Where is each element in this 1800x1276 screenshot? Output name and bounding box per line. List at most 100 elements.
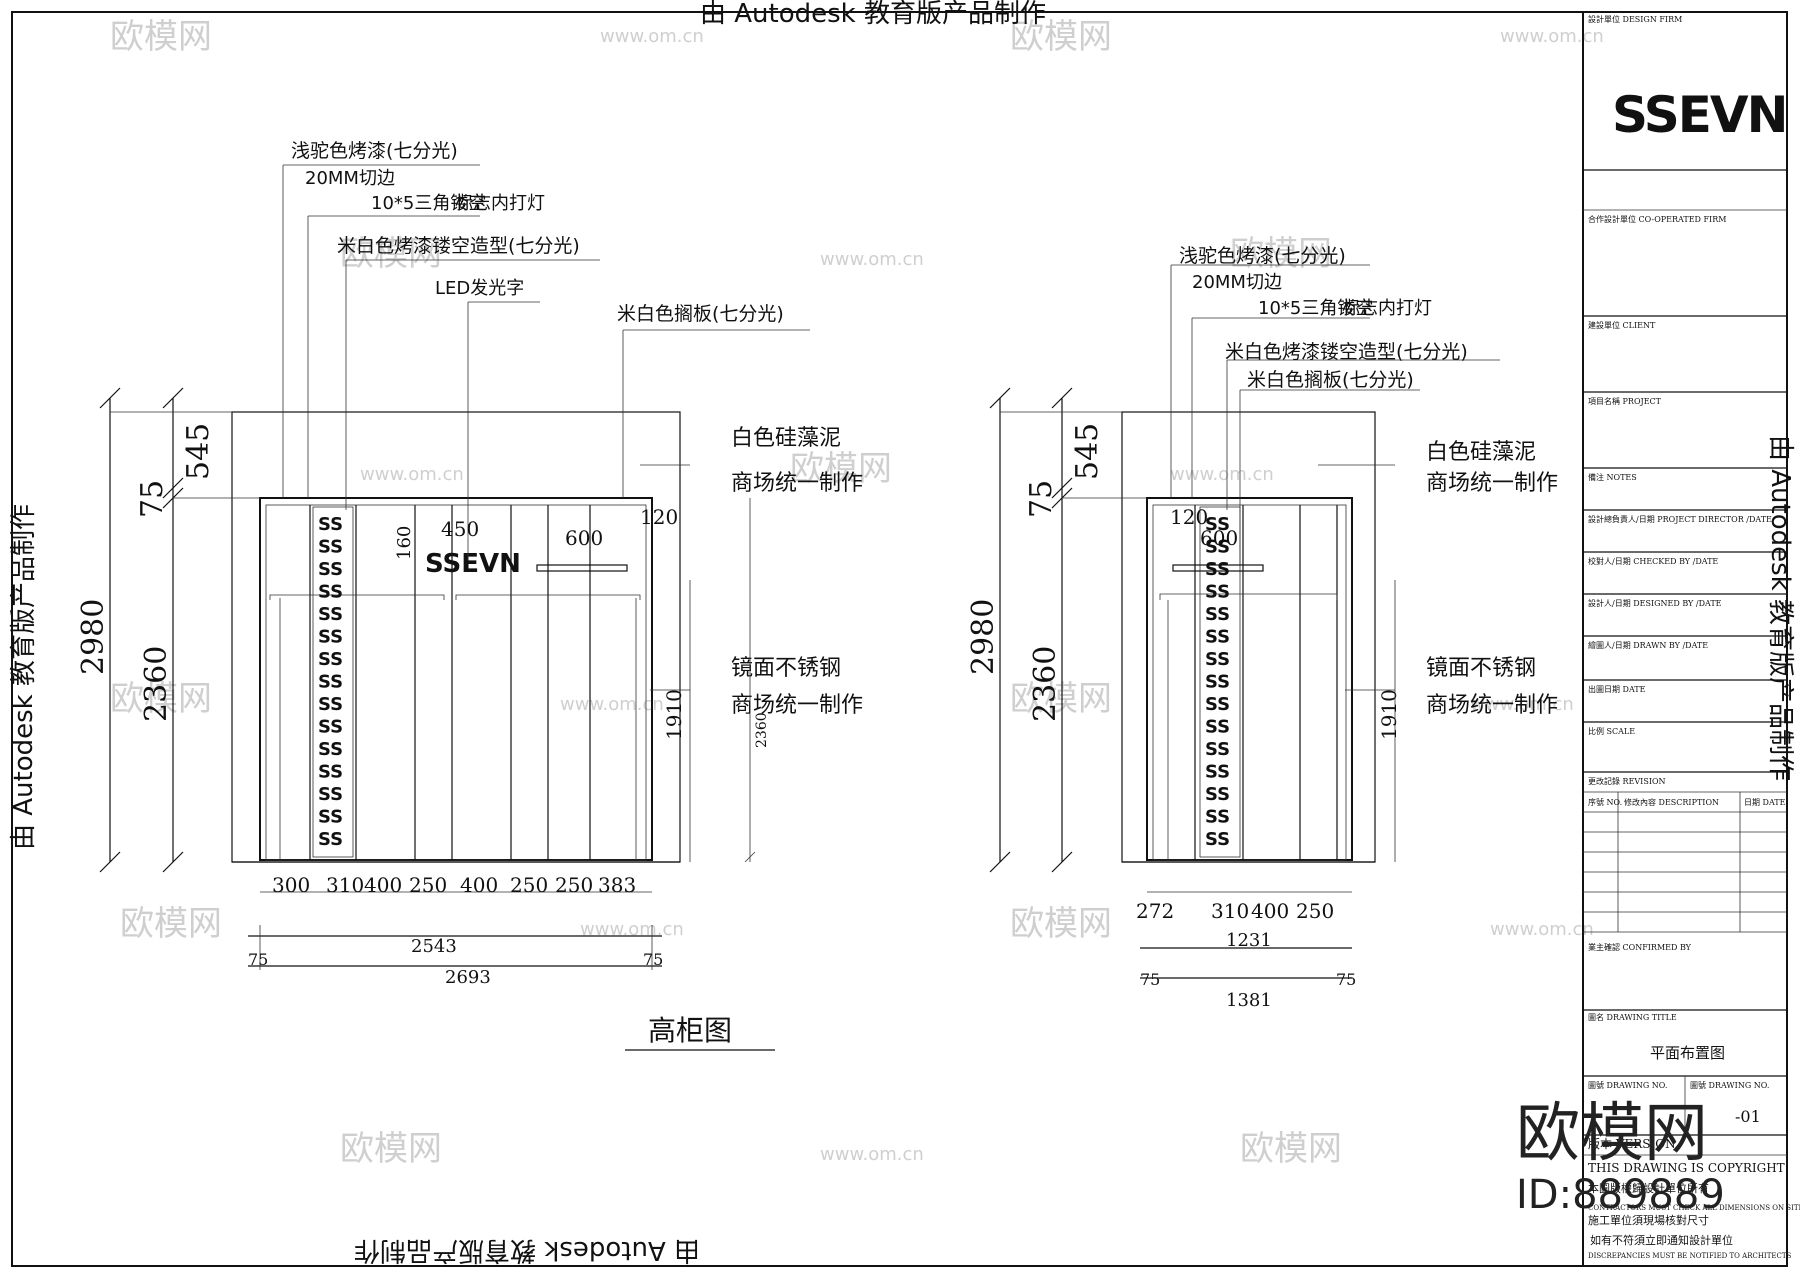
left-dim-2360: 2360 [139, 646, 174, 722]
watermark-tile: www.om.cn [820, 249, 924, 270]
left-dim-75-end-b: 75 [643, 950, 663, 969]
left-label-camel-paint: 浅驼色烤漆(七分光) [291, 140, 458, 162]
tb-drawing-no-label: 圖號 DRAWING NO. [1588, 1080, 1667, 1090]
tb-date: 出圖日期 DATE [1588, 684, 1646, 694]
ss-pattern-glyph: SS [318, 829, 343, 850]
left-label-hollow-shape: 米白色烤漆镂空造型(七分光) [337, 235, 580, 257]
tb-contractor-cn: 施工單位須現場核對尺寸 [1588, 1213, 1709, 1227]
left-dim-2693: 2693 [445, 967, 491, 988]
ss-pattern-glyph: SS [318, 582, 343, 603]
watermark-tile: www.om.cn [1490, 919, 1594, 940]
ss-pattern-glyph: SS [1205, 672, 1230, 693]
tb-design-firm: 設計單位 DESIGN FIRM [1588, 14, 1682, 24]
tb-notes: 備注 NOTES [1588, 472, 1637, 482]
left-dim-250b: 250 [510, 873, 548, 897]
ss-pattern-glyph: SS [1205, 694, 1230, 715]
ss-pattern-glyph: SS [318, 537, 343, 558]
watermark-tile: www.om.cn [600, 26, 704, 47]
left-dim-2980: 2980 [76, 599, 111, 675]
right-label-mall-made-1: 商场统一制作 [1426, 471, 1558, 496]
left-label-20mm-edge: 20MM切边 [305, 168, 395, 189]
left-dim-310: 310 [326, 873, 364, 897]
tb-designed: 設計人/日期 DESIGNED BY /DATE [1588, 598, 1722, 608]
left-leaders [282, 164, 810, 691]
ss-pattern-glyph: SS [1205, 717, 1230, 738]
left-label-shelf: 米白色搁板(七分光) [617, 303, 784, 325]
ss-pattern-glyph: SS [1205, 582, 1230, 603]
left-cabinet-inner [265, 504, 647, 861]
right-label-camel-paint: 浅驼色烤漆(七分光) [1179, 245, 1346, 267]
right-leaders [1170, 264, 1500, 691]
tb-col-desc: 修改內容 DESCRIPTION [1624, 797, 1719, 807]
right-dim-1381: 1381 [1226, 990, 1272, 1011]
right-shelf [1172, 564, 1264, 572]
tb-checked: 校對人/日期 CHECKED BY /DATE [1588, 556, 1718, 566]
watermark-tile: www.om.cn [1500, 26, 1604, 47]
left-vertical-dims [99, 387, 756, 873]
watermark-id: ID:889889 [1516, 1172, 1725, 1218]
watermark-tile: 欧模网 [1010, 904, 1112, 944]
ss-pattern-glyph: SS [318, 627, 343, 648]
ss-pattern-glyph: SS [318, 762, 343, 783]
tb-drawn: 繪圖人/日期 DRAWN BY /DATE [1588, 640, 1708, 650]
tb-sheet-no-label: 圖號 DRAWING NO. [1690, 1080, 1769, 1090]
left-dim-545: 545 [181, 423, 216, 480]
watermark-tile: www.om.cn [1170, 464, 1274, 485]
watermark-brand-large: 欧模网 [1516, 1097, 1708, 1171]
watermark-tile: 欧模网 [790, 449, 892, 489]
watermark-tile: 欧模网 [120, 904, 222, 944]
right-vertical-dims [989, 387, 1396, 873]
tb-client: 建設單位 CLIENT [1588, 320, 1656, 330]
left-led-logo: SSEVN [425, 549, 521, 579]
ss-pattern-glyph: SS [1205, 514, 1230, 535]
right-dim-75: 75 [1024, 480, 1059, 518]
left-label-logo-light: 标志内打灯 [455, 193, 545, 214]
left-dim-400b: 400 [460, 873, 498, 897]
left-dim-160: 160 [394, 526, 415, 560]
ss-pattern-glyph: SS [318, 559, 343, 580]
ss-pattern-glyph: SS [318, 514, 343, 535]
ss-pattern-glyph: SS [1205, 739, 1230, 760]
tb-copyright-cn: 本圖版權歸設計單位所有 [1588, 1181, 1709, 1195]
watermark-tile: 欧模网 [1010, 679, 1112, 719]
tb-drawing-title-label: 圖名 DRAWING TITLE [1588, 1012, 1677, 1022]
tb-notify-cn: 如有不符須立即通知設計單位 [1590, 1233, 1733, 1247]
tb-version-label: 版本 VERSION [1588, 1137, 1676, 1151]
left-dim-450: 450 [441, 517, 479, 541]
tb-drawing-title: 平面布置图 [1650, 1044, 1725, 1062]
right-dim-272: 272 [1136, 899, 1174, 923]
ss-pattern-glyph: SS [1205, 807, 1230, 828]
drawing-caption: 高柜图 [648, 1014, 732, 1047]
left-dim-2543: 2543 [411, 936, 457, 957]
right-dim-250: 250 [1296, 899, 1334, 923]
left-dim-300: 300 [272, 873, 310, 897]
left-label-mall-made-2: 商场统一制作 [731, 693, 863, 718]
right-dim-2980: 2980 [966, 599, 1001, 675]
right-cabinet-frame [1146, 497, 1353, 861]
ss-pattern-glyph: SS [1205, 559, 1230, 580]
ss-pattern-glyph: SS [318, 807, 343, 828]
tb-project: 項目名稱 PROJECT [1588, 396, 1662, 406]
right-label-mirror-steel: 镜面不锈钢 [1426, 656, 1536, 681]
right-dim-545: 545 [1070, 423, 1105, 480]
right-bottom-dims [1140, 891, 1352, 979]
tb-brand-logo: SSEVN [1612, 86, 1786, 144]
right-label-mall-made-2: 商场统一制作 [1426, 693, 1558, 718]
tb-coop-firm: 合作設計單位 CO-OPERATED FIRM [1588, 214, 1726, 224]
watermark-tile: www.om.cn [560, 694, 664, 715]
right-label-logo-light: 标志内打灯 [1342, 298, 1432, 319]
right-dim-1231: 1231 [1226, 930, 1272, 951]
ss-pattern-glyph: SS [318, 649, 343, 670]
left-dim-75: 75 [135, 480, 170, 518]
watermark-tile: 欧模网 [340, 234, 442, 274]
right-dim-120: 120 [1170, 505, 1208, 529]
left-dim-600: 600 [565, 526, 603, 550]
left-pattern-column [312, 506, 354, 858]
watermark-tile: www.om.cn [820, 1144, 924, 1165]
tb-revision: 更改記錄 REVISION [1588, 776, 1666, 786]
ss-pattern-glyph: SS [1205, 604, 1230, 625]
ss-pattern-glyph: SS [1205, 784, 1230, 805]
